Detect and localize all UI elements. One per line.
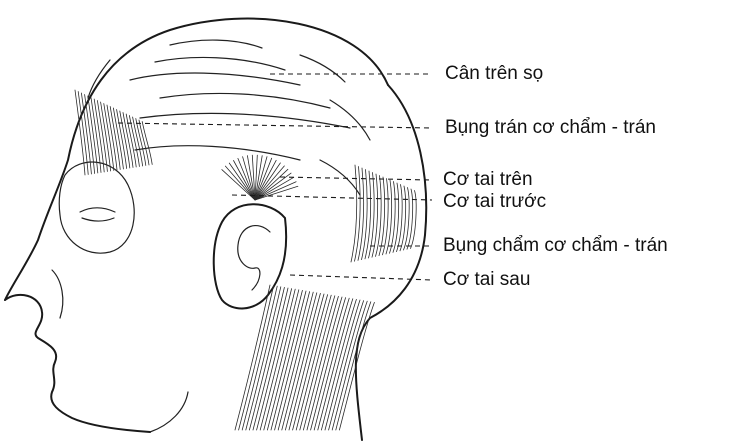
muscle-fiber <box>296 295 331 430</box>
muscle-fiber <box>311 298 346 430</box>
muscle-fiber <box>351 165 357 262</box>
neck-fibers <box>235 285 374 430</box>
muscle-fiber <box>293 295 328 430</box>
muscle-fiber <box>142 122 152 165</box>
muscle-fiber <box>325 300 360 430</box>
muscle-fiber <box>285 293 320 430</box>
muscle-fiber <box>393 183 399 252</box>
eyelid <box>80 208 115 212</box>
label-co-tai-tren: Cơ tai trên <box>443 170 533 189</box>
scalp-contours <box>88 40 370 195</box>
muscle-fiber <box>390 182 396 254</box>
muscle-fiber <box>383 179 389 255</box>
muscle-fiber <box>257 289 292 430</box>
muscle-fiber <box>407 189 413 249</box>
cheek-curve <box>52 270 63 318</box>
muscle-fiber <box>355 167 361 262</box>
muscle-fiber <box>376 176 382 257</box>
muscle-fiber <box>397 185 403 252</box>
label-bung-cham: Bụng chẩm cơ chẩm - trán <box>443 236 668 255</box>
muscle-fiber <box>246 287 281 430</box>
muscle-fiber <box>372 174 378 257</box>
muscle-fiber <box>321 299 356 430</box>
muscle-fiber <box>318 299 353 430</box>
label-bung-tran: Bụng trán cơ chẩm - trán <box>445 118 656 137</box>
muscle-fiber <box>239 286 274 430</box>
muscle-fiber <box>303 296 338 430</box>
muscle-fiber <box>404 188 410 251</box>
muscle-fiber <box>300 296 335 430</box>
label-co-tai-truoc: Cơ tai trước <box>443 192 546 211</box>
label-co-tai-sau: Cơ tai sau <box>443 270 530 289</box>
muscle-fiber <box>369 173 375 259</box>
muscle-fiber <box>362 170 368 260</box>
muscle-fiber <box>314 298 349 430</box>
auricular-fibers <box>222 155 298 200</box>
muscle-fiber <box>264 290 299 430</box>
muscle-fiber <box>260 289 295 430</box>
head-outline <box>5 19 388 300</box>
muscle-fiber <box>253 288 288 430</box>
leader-co-tai-sau <box>290 275 432 280</box>
muscle-fiber <box>249 287 284 430</box>
nose-profile <box>5 295 150 432</box>
leader-bung-tran <box>118 123 432 128</box>
eyelid-lower <box>82 218 114 221</box>
muscle-fiber <box>307 297 342 430</box>
ear-inner <box>238 226 270 290</box>
muscle-fiber <box>379 177 385 256</box>
muscle-fiber <box>275 292 310 430</box>
muscle-fiber <box>267 290 302 430</box>
chin-line <box>150 392 188 432</box>
skull-back-outline <box>356 85 426 440</box>
muscle-fiber <box>400 186 406 251</box>
muscle-fiber <box>271 291 306 430</box>
muscle-fiber <box>386 180 392 254</box>
muscle-fiber <box>278 292 313 430</box>
muscle-fiber <box>282 293 317 430</box>
label-can-tren-so: Cân trên sọ <box>445 64 543 83</box>
muscle-fiber <box>289 294 324 430</box>
muscle-fiber <box>365 171 371 259</box>
muscle-fiber <box>358 168 364 260</box>
